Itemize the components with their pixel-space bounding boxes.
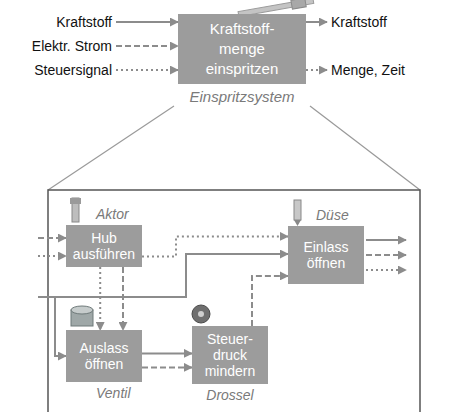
function-box: Steuer- druck mindernDrossel xyxy=(192,326,268,384)
box-text: Steuer- druck mindern xyxy=(196,331,264,379)
flow-connector xyxy=(99,267,101,330)
fuel-branch-line xyxy=(55,297,66,356)
flow-connector xyxy=(142,236,288,256)
actuator-icon xyxy=(70,198,81,222)
fuel-output-line xyxy=(306,21,327,23)
valve-top xyxy=(71,306,93,314)
flow-label: Steuersignal xyxy=(34,62,112,78)
fuel-input-line xyxy=(116,21,178,23)
signal-input-line xyxy=(116,69,178,71)
process-box: Kraftstoff- menge einspritzenEinspritzsy… xyxy=(178,14,306,84)
zoom-frame xyxy=(48,190,420,412)
power-input-line xyxy=(116,45,178,47)
signal-output-line xyxy=(366,269,406,271)
box-text: Kraftstoff- menge einspritzen xyxy=(186,19,298,79)
valve-icon xyxy=(71,306,93,326)
fuel-output-line xyxy=(366,239,406,241)
flow-label: Kraftstoff xyxy=(331,14,387,30)
throttle-icon xyxy=(192,305,210,323)
part-name: Drossel xyxy=(182,387,278,403)
flow-connector xyxy=(122,267,124,330)
throttle-disc xyxy=(192,305,210,323)
box-text: Auslass öffnen xyxy=(70,340,138,372)
box-text: Hub ausführen xyxy=(70,230,138,262)
function-box: Auslass öffnenVentil xyxy=(66,330,142,382)
zoom-line xyxy=(310,106,420,190)
injector-head xyxy=(291,0,306,9)
function-box: DüseEinlass öffnen xyxy=(288,226,364,284)
part-name: Düse xyxy=(316,207,349,223)
signal-input-line xyxy=(38,255,66,257)
throttle-hole xyxy=(198,311,204,317)
flow-connector xyxy=(252,276,288,326)
part-name: Ventil xyxy=(96,385,131,401)
nozzle-icon xyxy=(294,200,301,226)
zoom-line xyxy=(48,106,174,190)
part-name: Einspritzsystem xyxy=(148,88,336,105)
box-text: Einlass öffnen xyxy=(292,239,360,271)
flow-connector xyxy=(142,352,192,354)
nozzle-body xyxy=(294,200,301,220)
flow-connector xyxy=(142,366,192,368)
part-name: Aktor xyxy=(96,206,129,222)
actuator-cap xyxy=(70,198,81,204)
power-output-line xyxy=(366,254,406,256)
power-input-line xyxy=(38,237,66,239)
flow-label: Menge, Zeit xyxy=(331,62,405,78)
signal-output-line xyxy=(306,69,327,71)
function-box: AktorHub ausführen xyxy=(66,225,142,267)
flow-label: Elektr. Strom xyxy=(32,38,112,54)
flow-label: Kraftstoff xyxy=(56,14,112,30)
